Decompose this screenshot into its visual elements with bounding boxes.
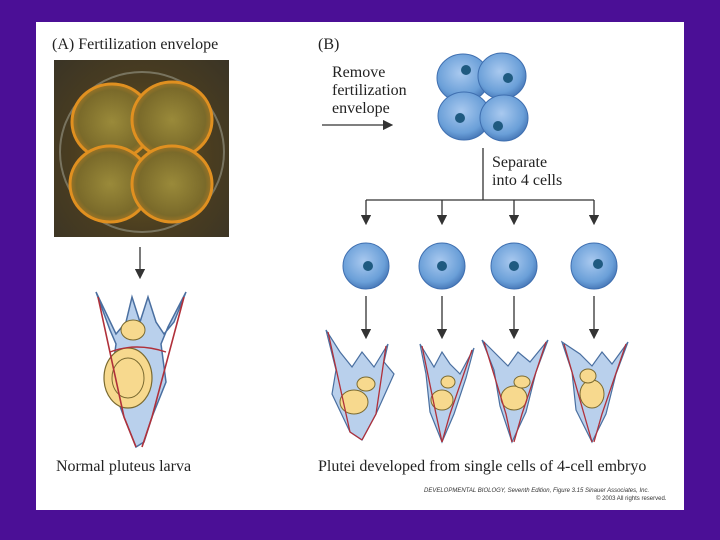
credit-line-2: © 2003 All rights reserved. — [596, 496, 666, 503]
four-cell-embryo-diagram — [437, 53, 528, 141]
normal-pluteus-larva — [96, 292, 186, 447]
small-pluteus-1 — [326, 330, 394, 440]
step-separate-line-1: Separate — [492, 154, 547, 172]
step-remove-line-3: envelope — [332, 100, 390, 118]
single-cell-3 — [491, 243, 537, 289]
panel-b-caption: Plutei developed from single cells of 4-… — [318, 458, 646, 476]
step-remove-line-1: Remove — [332, 64, 385, 82]
credit-line-1: DEVELOPMENTAL BIOLOGY, Seventh Edition, … — [424, 488, 649, 495]
small-pluteus-4 — [562, 342, 628, 442]
single-cell-1 — [343, 243, 389, 289]
single-cell-4 — [571, 243, 617, 289]
step-remove-line-2: fertilization — [332, 82, 407, 100]
small-pluteus-3 — [482, 340, 548, 442]
figure-panel: (A) Fertilization envelope — [36, 22, 684, 510]
panel-a-caption: Normal pluteus larva — [56, 458, 191, 476]
panel-b-title: (B) — [318, 36, 339, 54]
step-separate-line-2: into 4 cells — [492, 172, 562, 190]
single-cell-2 — [419, 243, 465, 289]
small-pluteus-2 — [420, 344, 474, 442]
